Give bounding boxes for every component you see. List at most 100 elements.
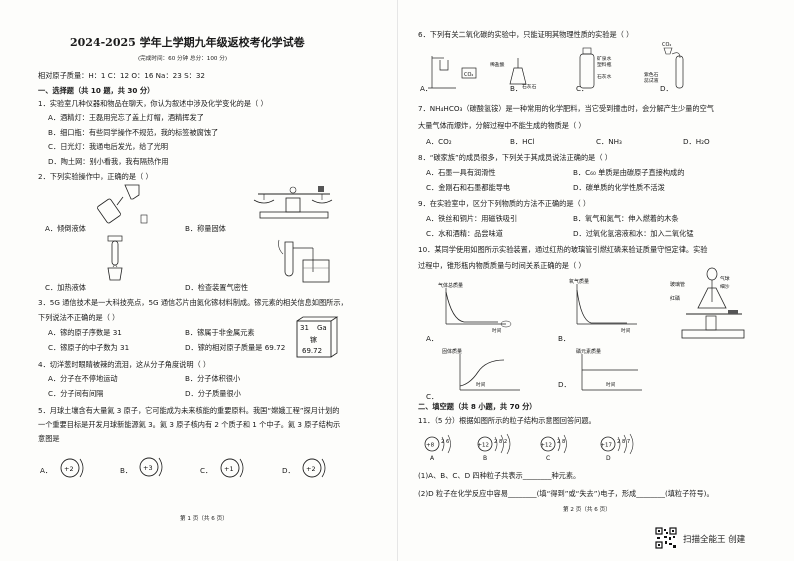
q11-part-1: (1)A、B、C、D 四种粒子共表示________种元素。 <box>418 471 581 480</box>
cell-symbol: Ga <box>317 324 327 332</box>
q9-option-d: D．过氧化氢溶液和水：加入二氧化锰 <box>573 229 694 238</box>
q9-option-c: C．水和酒精：品尝味道 <box>426 229 503 238</box>
q11-nucleus-b: +12 <box>478 443 489 449</box>
q8-option-c: C．金刚石和石墨都能导电 <box>426 183 511 192</box>
q11-nucleus-c: +12 <box>541 443 552 449</box>
q7-option-c: C．NH₃ <box>596 137 622 146</box>
q3-option-b: B．镓属于非金属元素 <box>185 328 255 337</box>
pour-liquid-figure <box>97 184 148 224</box>
q1-stem: 1．实验室几种仪器和物品在聊天，你认为叙述中涉及化学变化的是（ ） <box>38 99 268 108</box>
q1-option-d: D．陶土网：别小看我，我有隔热作用 <box>48 157 169 166</box>
q1-option-a: A．酒精灯：王磊用完忘了盖上灯帽，酒精挥发了 <box>48 113 204 122</box>
q10-apparatus: 气球 细沙 玻璃管 红磷 <box>670 267 745 339</box>
q5-line-3: 意图是 <box>38 434 60 443</box>
q4-option-c: C．分子间有间隔 <box>48 389 104 398</box>
q5-nucleus-d: +2 <box>306 465 316 473</box>
q5-option-a: A． <box>40 466 53 475</box>
q9-option-a: A．铁丝和铜片：用磁铁吸引 <box>426 214 518 223</box>
q10-graph-c: 固体质量 时间 <box>442 348 520 391</box>
graph-a-ylabel: 气体总质量 <box>438 282 463 289</box>
q4-stem: 4．切洋葱时眼睛被辣的流泪，这从分子角度说明（ ） <box>38 360 211 369</box>
q11-nucleus-d: +17 <box>601 443 612 449</box>
q10-line-1: 10．某同学使用如图所示实验装置，通过红热的玻璃管引燃红磷来验证质量守恒定律。实… <box>418 245 708 254</box>
q11-particle-d: +17 2 8 7 D <box>601 433 634 462</box>
airtight-check-figure <box>278 239 330 283</box>
q6-co2-label-d: CO₂ <box>662 42 671 48</box>
q6-label-hcl: 稀盐酸 <box>490 61 505 68</box>
q7-option-a: A．CO₂ <box>426 137 452 146</box>
q11-particle-c: +12 2 8 C <box>541 434 567 462</box>
q6-option-a: A． <box>420 84 433 93</box>
balance-figure <box>253 186 333 219</box>
q3-option-c: C．镓原子的中子数为 31 <box>48 343 130 352</box>
graph-c-xlabel: 时间 <box>476 381 486 388</box>
graph-b-xlabel: 时间 <box>621 327 631 334</box>
q3-line-2: 下列说法不正确的是（ ） <box>38 313 120 322</box>
q10-graph-d: 磷元素质量 时间 <box>576 348 642 391</box>
cell-name: 镓 <box>310 335 317 344</box>
q6-stem: 6．下列有关二氧化碳的实验中，只能证明其物理性质的实验是（ ） <box>418 30 634 39</box>
q3-option-a: A．镓的原子序数是 31 <box>48 328 122 337</box>
q5-nucleus-b: +3 <box>143 464 153 472</box>
graph-b-ylabel: 氧气质量 <box>569 278 589 285</box>
atomic-mass-line: 相对原子质量：H：1 C：12 O：16 Na：23 S：32 <box>38 71 205 80</box>
exam-page-2: 6．下列有关二氧化碳的实验中，只能证明其物理性质的实验是（ ） CO₂ 稀盐酸 … <box>397 0 794 561</box>
q10-option-d: D． <box>558 380 571 389</box>
graph-c-ylabel: 固体质量 <box>442 348 462 355</box>
section-1-heading: 一、选择题（共 10 题，共 30 分） <box>38 86 155 95</box>
q6-label-bottle: 塑料瓶 <box>597 61 612 68</box>
q11-electrons-d: 2 8 7 <box>617 439 630 445</box>
q9-option-b: B．氧气和氮气：伸入燃着的木条 <box>573 214 679 223</box>
q11-electrons-a: 2 6 <box>441 439 449 445</box>
q2-option-b: B．称量固体 <box>185 224 226 233</box>
q6-co2-label-a: CO₂ <box>464 72 473 78</box>
q5-line-2: 一个重要目标是开发月球新能源氦 3。氦 3 原子核内有 2 个质子和 1 个中子… <box>38 420 341 429</box>
q6-label-litmus-1: 紫色石 <box>644 71 659 78</box>
q11-particle-b: +12 2 8 2 B <box>478 433 511 462</box>
q6-label-litmus-2: 蕊试液 <box>644 77 659 84</box>
q6-option-b: B． <box>510 84 523 93</box>
q7-option-b: B．HCl <box>510 137 535 146</box>
q11-particle-a: +8 2 6 A <box>424 434 451 462</box>
gallium-periodic-cell: 31 Ga 镓 69.72 <box>296 316 339 358</box>
q6-option-d: D． <box>660 84 673 93</box>
q11-electrons-c: 2 8 <box>557 439 565 445</box>
q4-option-d: D．分子质量很小 <box>185 389 241 398</box>
q2-option-c: C．加热液体 <box>45 283 86 292</box>
q7-line-2: 大量气体而爆炸，分解过程中不能生成的物质是（ ） <box>418 121 586 130</box>
q10-option-b: B． <box>558 334 571 343</box>
graph-d-ylabel: 磷元素质量 <box>576 348 601 355</box>
q5-option-c: C． <box>200 466 213 475</box>
q7-option-d: D．H₂O <box>683 137 710 146</box>
q9-stem: 9．在实验室中，区分下列物质的方法不正确的是（ ） <box>418 199 591 208</box>
q6-option-c: C． <box>576 84 589 93</box>
apparatus-balloon: 气球 <box>720 275 730 282</box>
exam-subtitle: (完成时间：60 分钟 总分：100 分) <box>138 56 228 62</box>
q2-stem: 2．下列实验操作中，正确的是（ ） <box>38 172 153 181</box>
q10-graph-a: 气体总质量 时间 <box>438 282 512 334</box>
q10-option-a: A． <box>426 334 439 343</box>
q10-graph-b: 氧气质量 时间 <box>569 278 637 334</box>
heat-liquid-figure <box>107 235 123 281</box>
q2-option-a: A．倾倒液体 <box>45 224 86 233</box>
q2-option-d: D．检查装置气密性 <box>185 283 249 292</box>
q5-atom-c: +1 <box>220 458 244 478</box>
q6-label-water: 矿泉水 <box>597 55 612 62</box>
q6-figure-b: 稀盐酸 石灰石 <box>490 58 537 90</box>
apparatus-glass-tube: 玻璃管 <box>670 281 685 288</box>
q11-nucleus-a: +8 <box>426 443 435 449</box>
q5-atom-d: +2 <box>302 458 326 478</box>
apparatus-sand: 细沙 <box>720 283 730 290</box>
page-1-footer: 第 1 页（共 6 页） <box>180 516 228 522</box>
q6-figure-d: CO₂ 紫色石 蕊试液 <box>644 42 684 89</box>
q6-figure-a: CO₂ <box>428 56 477 89</box>
q6-label-limestone: 石灰石 <box>522 83 537 90</box>
q11-stem: 11．（5 分）根据如图所示的粒子结构示意图回答问题。 <box>418 416 596 425</box>
q8-option-a: A．石墨一具有润滑性 <box>426 168 496 177</box>
q5-option-d: D． <box>282 466 295 475</box>
q11-electrons-b: 2 8 2 <box>494 439 507 445</box>
cell-number: 31 <box>300 324 309 332</box>
apparatus-red-phosphorus: 红磷 <box>670 295 680 302</box>
q8-option-d: D．碳单质的化学性质不活泼 <box>573 183 665 192</box>
q5-atom-b: +3 <box>139 457 163 477</box>
